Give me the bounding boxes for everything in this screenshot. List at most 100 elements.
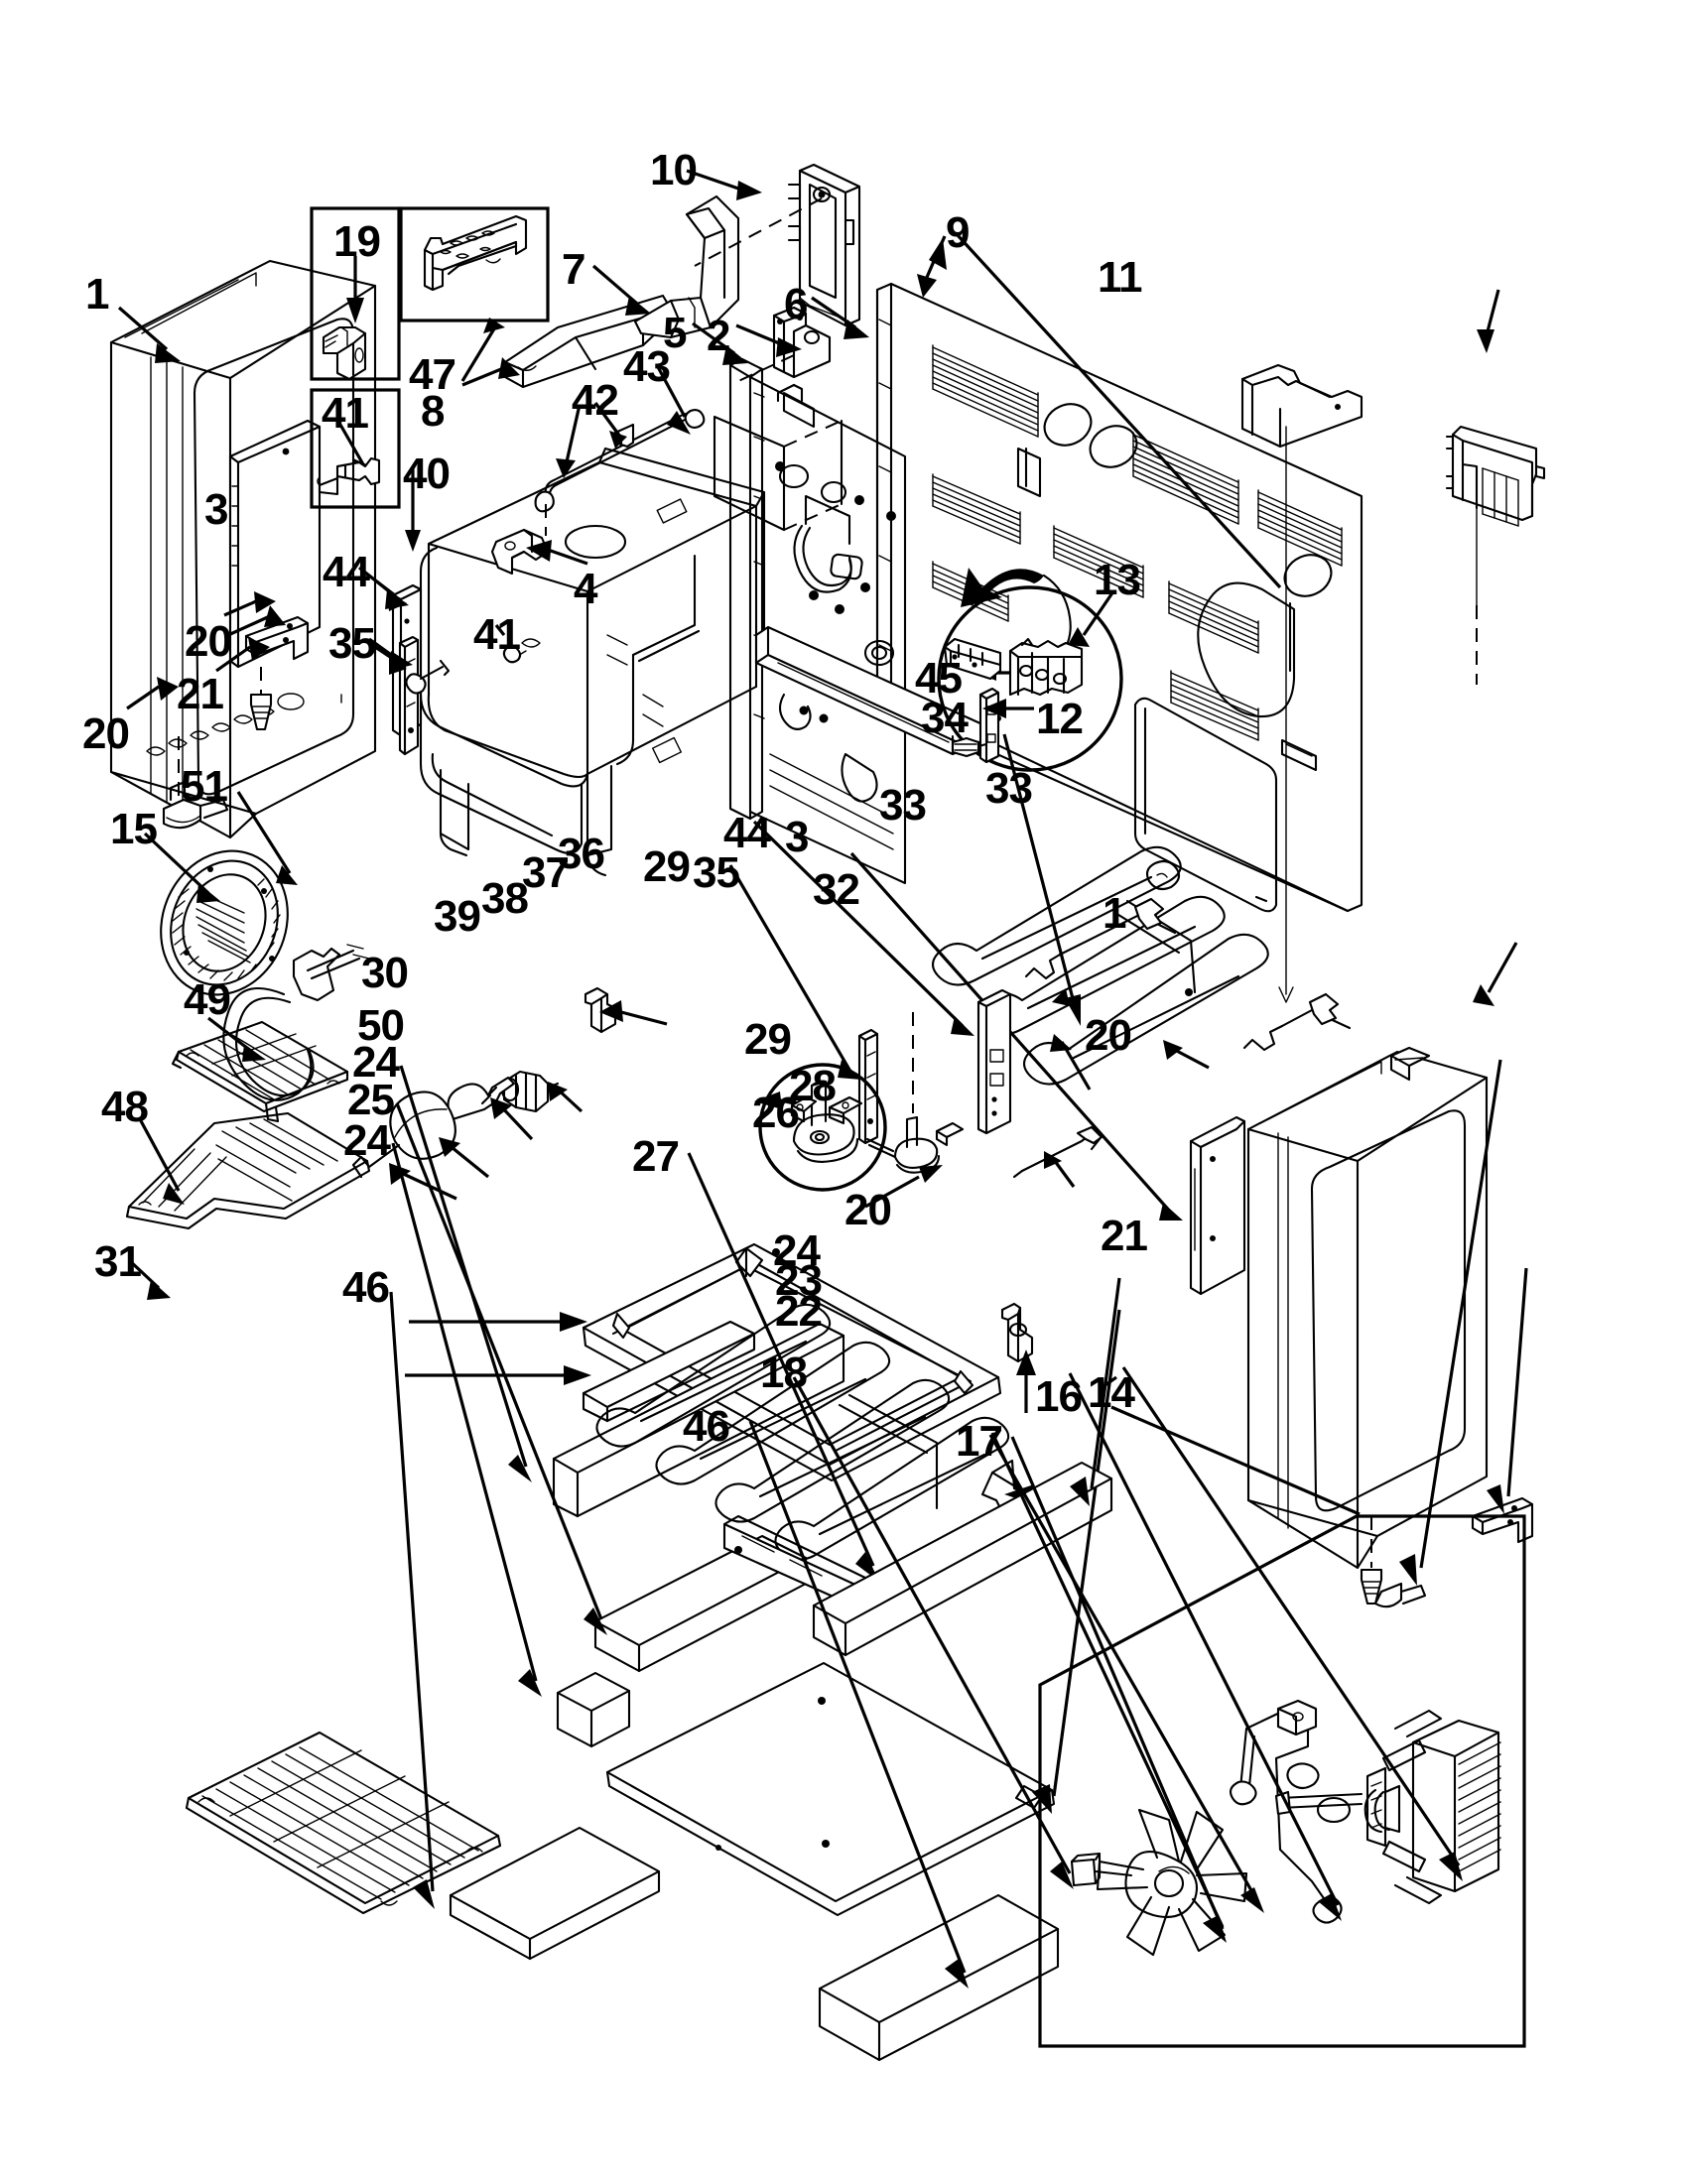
element-wire-33-left: [1024, 897, 1177, 1091]
callout-6: 6: [784, 280, 809, 328]
callout-1-left: 1: [85, 270, 110, 319]
callout-36: 36: [558, 830, 605, 878]
callout-12: 12: [1036, 695, 1084, 743]
callout-23: 23: [775, 1256, 823, 1305]
callout-31: 31: [94, 1237, 142, 1286]
inset-box-41: [310, 388, 401, 509]
vent-duct-assembly: [503, 163, 861, 389]
callout-50: 50: [357, 1001, 405, 1050]
callout-3-left: 3: [204, 485, 229, 534]
inset-box-19: [310, 206, 401, 381]
callout-33-center: 33: [879, 781, 927, 830]
callout-34: 34: [921, 694, 969, 742]
callout-19: 19: [333, 217, 381, 266]
callout-44-right: 44: [723, 809, 771, 857]
callout-8: 8: [421, 387, 446, 436]
callout-3-right: 3: [785, 813, 810, 861]
inset-box-47: [399, 206, 550, 382]
callout-48: 48: [101, 1083, 149, 1131]
anti-tip-bracket-right: [1471, 1267, 1534, 1544]
callout-20-upper-left: 20: [185, 617, 232, 666]
callout-18: 18: [760, 1349, 808, 1397]
callout-49: 49: [184, 975, 231, 1024]
callout-35-right: 35: [693, 848, 740, 897]
callout-13: 13: [1094, 556, 1141, 604]
callout-14: 14: [1088, 1368, 1135, 1417]
callout-16: 16: [1035, 1372, 1083, 1421]
callout-37: 37: [522, 848, 570, 897]
screw-41-cavity: [494, 624, 522, 664]
callout-39: 39: [434, 892, 481, 941]
callout-20-right: 20: [1085, 1011, 1132, 1060]
support-rod-assembly: [534, 402, 706, 536]
callout-5: 5: [663, 309, 688, 357]
trim-50: [405, 1320, 756, 1423]
oven-rack-48: [125, 1111, 371, 1230]
callout-38: 38: [481, 874, 529, 923]
callout-29-upper: 29: [643, 842, 691, 891]
clip-29-upper: [584, 986, 668, 1034]
ground-wire-32: [1012, 1125, 1104, 1188]
callout-32: 32: [813, 865, 860, 914]
callout-28: 28: [789, 1062, 837, 1110]
oven-door-right-assembly: [1246, 942, 1518, 1570]
callout-42: 42: [572, 376, 619, 425]
kick-panel-46-left: [389, 1291, 661, 1961]
callout-47: 47: [409, 350, 456, 399]
callout-21-left: 21: [177, 670, 224, 718]
callout-24-mid: 24: [343, 1116, 391, 1165]
callout-44-left: 44: [323, 548, 370, 596]
fan-motor-body: [1365, 1709, 1501, 1905]
callout-15: 15: [110, 805, 158, 853]
callout-26: 26: [752, 1089, 800, 1137]
callout-10: 10: [650, 146, 698, 194]
leveling-leg-right: [1360, 1059, 1502, 1608]
screw-40: [405, 466, 451, 695]
trim-24-upper: [399, 1065, 845, 1518]
callout-20-lower-left: 20: [82, 709, 130, 758]
callout-22: 22: [775, 1287, 823, 1336]
fan-cover-15: [143, 832, 289, 996]
callout-17: 17: [956, 1417, 1003, 1466]
callout-11: 11: [1098, 253, 1143, 302]
oven-sensor-20: [864, 1012, 965, 1209]
trim-24-lower: [391, 1142, 631, 1748]
callout-41-inset: 41: [322, 389, 369, 438]
callout-24-upper: 24: [352, 1038, 400, 1087]
oven-rack-49: [171, 1016, 349, 1123]
callout-35-left: 35: [328, 619, 376, 668]
callout-46-right: 46: [683, 1402, 730, 1451]
callout-2: 2: [707, 312, 731, 360]
side-shield-right: [849, 851, 1246, 1296]
detail-circle-13: [937, 568, 1123, 772]
callout-30: 30: [361, 949, 409, 997]
clip-29-lower: [1000, 1302, 1036, 1413]
oven-cavity: [419, 447, 766, 877]
callout-41-cavity: 41: [473, 610, 521, 659]
inset-box-14: [1038, 1375, 1526, 2048]
side-rail-right-44: [752, 820, 1012, 1135]
wire-harness-51: [222, 791, 370, 1101]
callout-9: 9: [946, 208, 971, 257]
arrow-17: [1010, 1436, 1225, 1930]
oven-rack-31: [127, 1258, 502, 1915]
callout-46-left: 46: [342, 1263, 390, 1312]
bottom-panel-22: [605, 1309, 1121, 1917]
callout-20-center: 20: [844, 1186, 892, 1234]
callout-25: 25: [347, 1076, 395, 1124]
callout-4: 4: [574, 565, 598, 613]
callout-45: 45: [915, 654, 963, 703]
detail-circle-26: [754, 1063, 897, 1192]
callout-40: 40: [403, 450, 451, 498]
callout-43: 43: [623, 342, 671, 391]
callout-51: 51: [181, 762, 228, 811]
callout-21-right: 21: [1101, 1212, 1148, 1260]
callout-1-right: 1: [1103, 889, 1127, 938]
leader-lines: [117, 169, 1500, 1943]
callout-27: 27: [632, 1132, 680, 1181]
callout-24-lower: 24: [773, 1226, 821, 1275]
callout-7: 7: [562, 245, 586, 294]
element-wire-33-right: [1163, 992, 1352, 1070]
